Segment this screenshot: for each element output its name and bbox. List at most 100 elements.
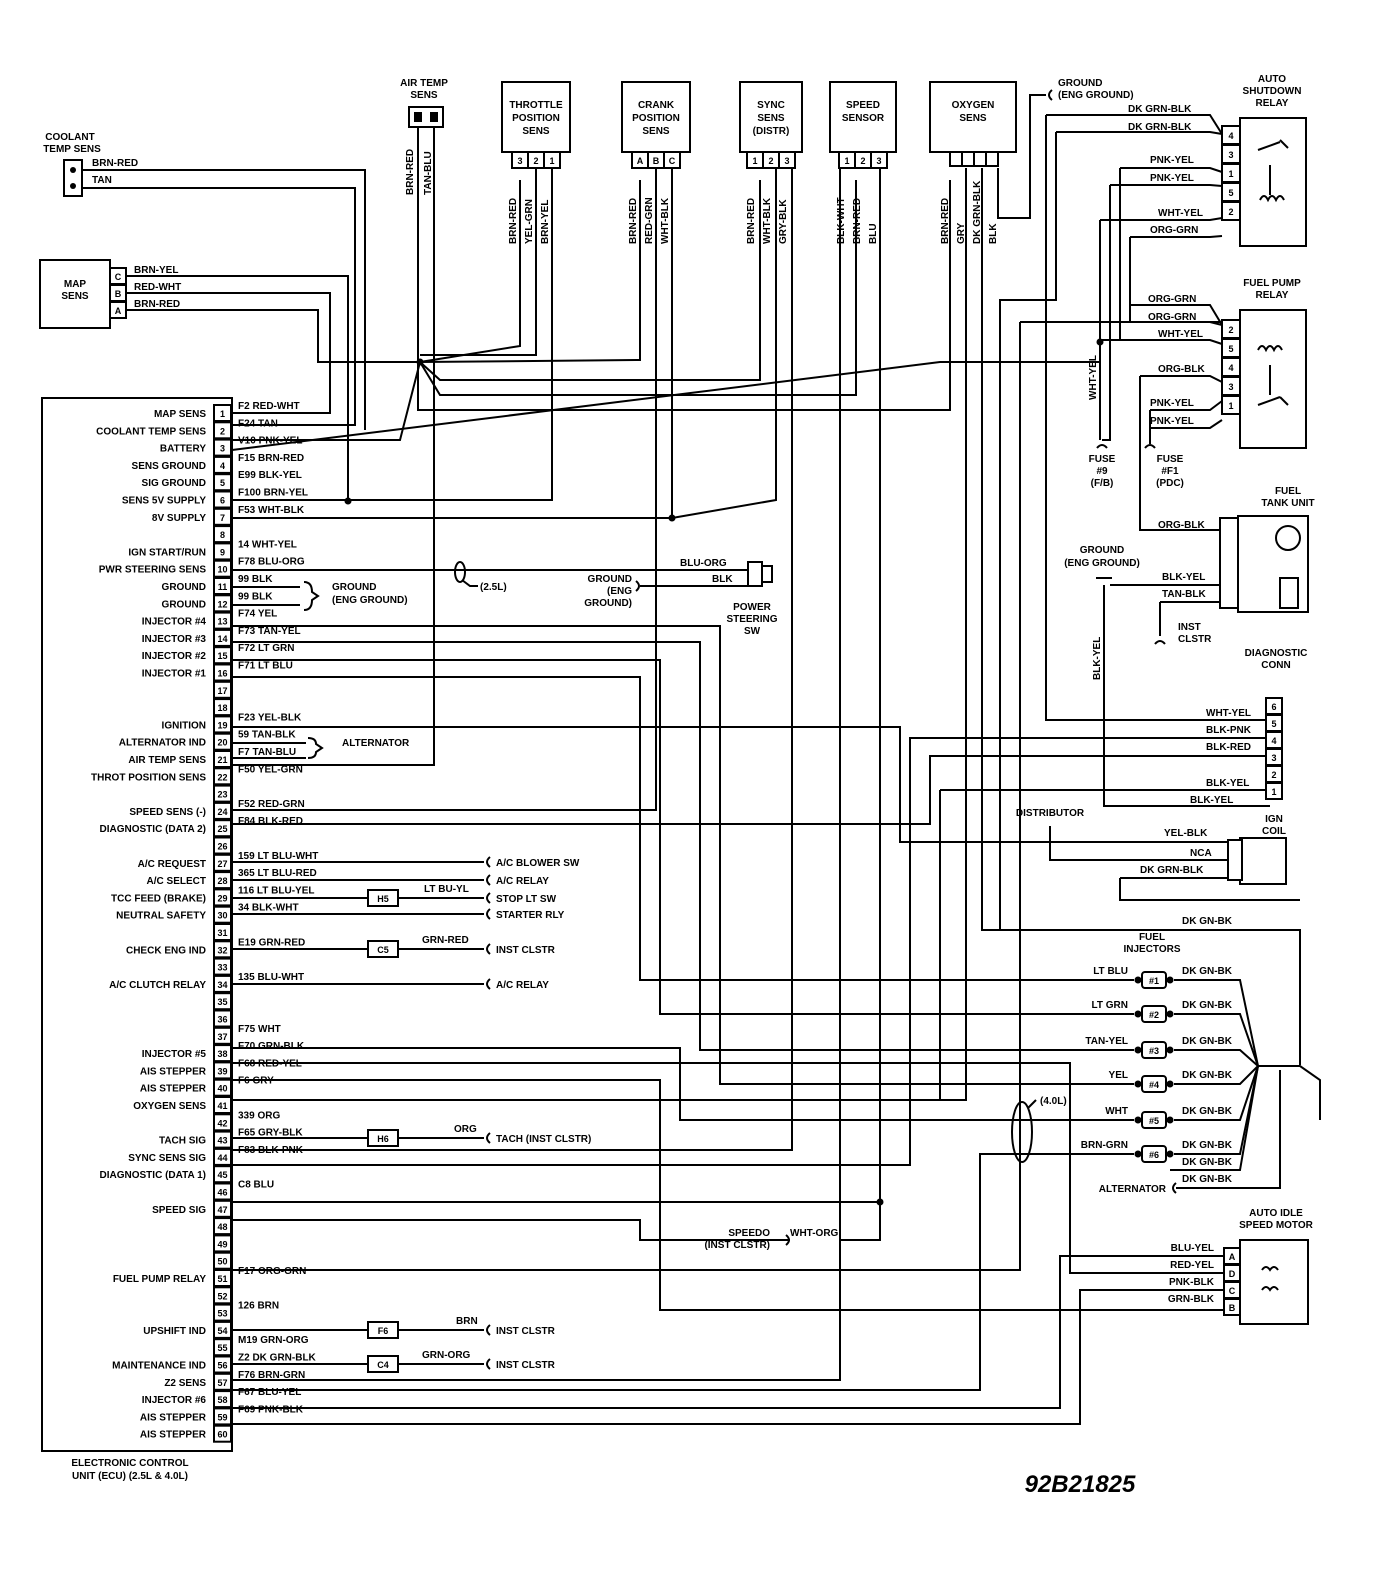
ecu-pin [213,1182,232,1201]
diag-pin-label: 4 [1271,736,1276,746]
crank-pin-label: A [637,156,644,166]
wire-label: PNK-BLK [1169,1277,1215,1288]
ecu-pin-function: THROT POSITION SENS [91,772,206,783]
ecu-pin-number: 10 [217,565,227,575]
coolant-title2: TEMP SENS [43,144,101,155]
wire-fpr-pnkyel2 [1150,419,1223,429]
wire-label: BLU [868,223,879,244]
wire-label: BRN-RED [940,198,951,244]
ecu-pin-number: 38 [217,1049,227,1059]
ecu-pin [213,611,232,630]
tank-sender [1279,577,1299,609]
ecu-pin-wire: F76 BRN-GRN [238,1370,305,1381]
wire-asd-4a [1046,114,1223,135]
ecu-pin-function: BATTERY [160,444,206,455]
wire-label: DK GRN-BLK [1128,104,1192,115]
wire-label: PNK-YEL [1150,173,1194,184]
ecu-pin-wire: 126 BRN [238,1301,279,1312]
ecu-pin-number: 58 [217,1395,227,1405]
ground-label: (ENG GROUND) [1058,90,1134,101]
ecu-pin-number: 45 [217,1170,227,1180]
ecu-pin [213,1113,232,1132]
throttle-pin-label: 1 [549,156,554,166]
ecu-pin-function: MAP SENS [154,409,206,420]
wire-label: PNK-YEL [1150,155,1194,166]
wire-inj5 [232,1047,1134,1121]
ecu-pin-function: A/C REQUEST [138,859,206,870]
wire-label: GRY [956,222,967,244]
wire-inj2 [232,659,1134,1015]
wire-distributor [1049,826,1230,861]
ground-label: GROUND [588,574,632,585]
connector-arrow [1096,444,1108,449]
ground-label: GROUND [332,582,376,593]
wire-label: GRN-BLK [1168,1294,1215,1305]
ecu-pin [213,940,232,959]
fuse-label: (PDC) [1156,478,1184,489]
wire-label: BLK-WHT [836,197,847,244]
ecu-pin [213,1078,232,1097]
ecu-pin-function: INJECTOR #3 [142,634,207,645]
wire-airtemp-2 [232,127,435,766]
speed-title: SPEED [846,100,880,111]
ground-label: (ENG GROUND) [1064,558,1140,569]
ecu-pin [213,559,232,578]
ecu-pin-function: COOLANT TEMP SENS [96,426,206,437]
wire-diag-blkred [232,755,1266,825]
wire-label: DK GN-BK [1182,1070,1233,1081]
wire-coolant-brnred [82,169,366,430]
alternator-label: ALTERNATOR [342,738,410,749]
ecu-pin-number: 44 [217,1153,227,1163]
ecu-pin-function: FUEL PUMP RELAY [113,1274,206,1285]
wire-inj4 [232,625,1134,1085]
wire-label: RED-GRN [644,197,655,244]
ecu-pin-function: INJECTOR #2 [142,651,207,662]
ecu-pin-wire: C8 BLU [238,1180,274,1191]
wire-label: LT BU-YL [424,884,469,895]
ecu-pin-number: 25 [217,824,227,834]
injector-pin [1134,1116,1142,1124]
connector-arrow [1172,1182,1177,1194]
wire-label: PNK-YEL [1150,398,1194,409]
wire-label: WHT-ORG [790,1228,839,1239]
wire-label: BLK-PNK [1206,725,1252,736]
wire-ps [232,569,761,573]
injector-pin [1166,1010,1174,1018]
ecu-pin-number: 60 [217,1430,227,1440]
map-sensor [39,259,111,329]
connector-label: H5 [377,894,389,904]
ecu-pin-number: 19 [217,720,227,730]
wire-label: WHT-BLK [660,197,671,244]
diag-pin-label: 1 [1271,787,1276,797]
wire-fpr-tank [1139,376,1222,531]
airtemp-title: AIR TEMP [400,78,448,89]
ecu-pin-wire: E99 BLK-YEL [238,470,302,481]
wire-label: ORG-GRN [1150,225,1198,236]
ecu-pin-function: Z2 SENS [164,1378,206,1389]
ecu-pin-wire: F15 BRN-RED [238,453,304,464]
ecu-pin-function: GROUND [162,582,206,593]
wire-fpr-orggrn [1130,304,1223,326]
wire-sensground [232,361,421,441]
map-pin [109,301,127,319]
ecu-pin-number: 49 [217,1239,227,1249]
injector-6 [1141,1145,1167,1163]
connector-arrow [1154,640,1166,645]
throttle-pin [543,151,561,169]
ecu-pin-function: TCC FEED (BRAKE) [111,893,206,904]
ecu-pin-function: A/C SELECT [147,876,206,887]
ecu-pin-wire: 59 TAN-BLK [238,730,296,741]
ecu-pin-function: INJECTOR #4 [142,617,207,628]
ecu-pin-wire: 34 BLK-WHT [238,903,299,914]
wire-coil-dkgrn2 [1119,878,1300,901]
connector-label: C4 [377,1360,389,1370]
wire-oxy-2 [232,168,967,1101]
connector-arrow [1144,444,1156,449]
ecu-pin [213,784,232,803]
branch-label: A/C BLOWER SW [496,858,580,869]
relay-symbol [1257,139,1289,203]
wire-layer [82,89,1321,1425]
ecu-pin [213,1165,232,1184]
ecu-pin-wire: F68 RED-YEL [238,1058,302,1069]
wire-label: BLK-YEL [1092,637,1103,680]
